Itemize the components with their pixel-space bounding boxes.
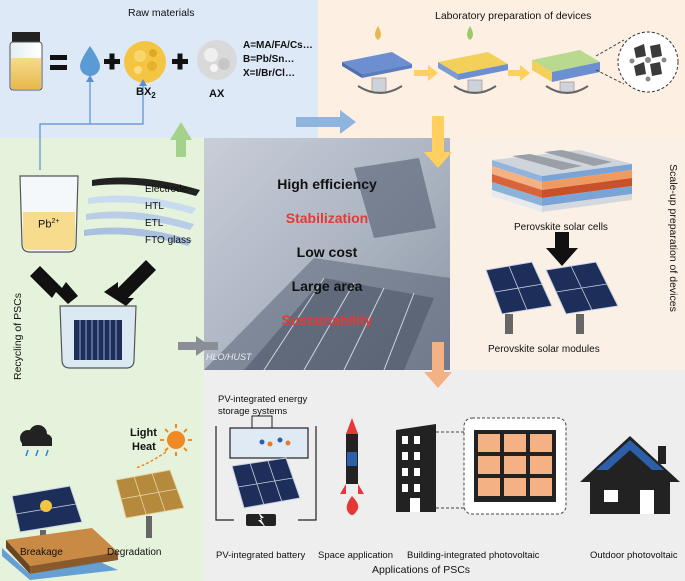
recycle-arrow-up-right	[104, 260, 156, 306]
dissolution-beaker-icon	[59, 305, 137, 369]
perovskite-solar-cell-stack-icon	[492, 150, 632, 212]
gray-left-arrow	[178, 336, 210, 356]
battery-label: PV-integrated battery	[216, 550, 306, 561]
spin-coater-1-icon	[342, 26, 412, 94]
layer-htl-label: HTL	[145, 201, 164, 212]
formula-x: X=I/Br/Cl…	[243, 68, 295, 79]
heat-arrow	[135, 451, 167, 469]
ax-powder-icon	[197, 40, 237, 80]
formula-b: B=Pb/Sn…	[243, 54, 295, 65]
formula-a: A=MA/FA/Cs…	[243, 40, 313, 51]
building-icon	[396, 424, 436, 512]
raw-materials-title: Raw materials	[128, 7, 195, 19]
center-high-efficiency: High efficiency	[277, 176, 377, 192]
recycle-return-lines	[39, 80, 144, 170]
device-layers-icon	[84, 177, 200, 246]
pb-beaker-icon	[19, 175, 79, 253]
photo-watermark: HLO/HUST	[206, 352, 252, 362]
center-large-area: Large area	[291, 278, 363, 294]
storage-label-line1: PV-integrated energy	[218, 394, 308, 405]
green-up-arrow	[170, 122, 192, 157]
zoom-line-1	[595, 39, 625, 57]
black-down-arrow	[546, 232, 578, 266]
lab-arrow-1	[414, 65, 438, 81]
zoom-line-2	[595, 69, 625, 85]
solar-cells-label: Perovskite solar cells	[514, 222, 608, 233]
recycle-arrow-up-left	[30, 266, 78, 304]
space-label: Space application	[318, 550, 393, 561]
spin-coater-3-icon	[532, 50, 600, 94]
breakage-label: Breakage	[20, 547, 63, 558]
precursor-jar-icon	[9, 32, 43, 91]
degraded-panel-icon	[115, 469, 185, 538]
light-label: Light	[130, 427, 157, 439]
bipv-window-panel-icon	[463, 417, 567, 515]
solar-module-1-icon	[485, 261, 553, 334]
rain-cloud-icon	[20, 425, 52, 457]
layer-fto-label: FTO glass	[145, 235, 191, 246]
solar-array-photo	[204, 158, 450, 370]
heat-label: Heat	[132, 441, 156, 453]
blue-right-arrow	[296, 110, 356, 134]
gray-arrow-tail	[204, 342, 218, 350]
lab-arrow-2	[508, 65, 530, 81]
solar-module-2-icon	[545, 261, 619, 334]
equals-sign	[50, 55, 67, 70]
center-low-cost: Low cost	[296, 244, 358, 260]
recycling-title: Recycling of PSCs	[12, 293, 24, 380]
layer-etl-label: ETL	[145, 218, 164, 229]
sun-icon	[160, 424, 192, 456]
scaleup-title: Scale-up preparation of devices	[667, 164, 679, 312]
plus-sign-1	[104, 53, 120, 70]
lab-preparation-title: Laboratory preparation of devices	[435, 10, 592, 22]
battery-panel-icon	[215, 426, 317, 528]
bipv-label: Building-integrated photovoltaic	[407, 550, 540, 561]
layer-electrode-label: Electrode	[145, 184, 188, 195]
perovskite-crystal-icon	[617, 31, 679, 93]
energy-storage-icon	[229, 415, 309, 459]
return-arrowhead-bx2	[139, 79, 147, 86]
center-stabilization: Stabilization	[285, 210, 369, 226]
spin-coater-2-icon	[438, 26, 508, 94]
applications-title: Applications of PSCs	[372, 564, 471, 576]
ground-soil-icon	[2, 528, 118, 580]
bx2-label: BX2	[136, 86, 156, 101]
rocket-icon	[340, 418, 364, 515]
center-sustainability: Sustainability	[281, 312, 373, 328]
house-icon	[580, 436, 680, 514]
solvent-drop-icon	[80, 46, 100, 76]
yellow-down-arrow	[424, 116, 452, 168]
return-arrowhead-drop	[86, 75, 94, 82]
solar-modules-label: Perovskite solar modules	[488, 344, 600, 355]
outdoor-label: Outdoor photovoltaic	[590, 550, 678, 561]
orange-down-arrow	[424, 342, 452, 388]
bx2-powder-icon	[124, 41, 166, 83]
storage-label-line2: storage systems	[218, 406, 288, 417]
center-photo-panel: High efficiency Stabilization Low cost L…	[204, 138, 450, 370]
ax-label: AX	[209, 88, 225, 100]
pb-ion-label: Pb2+	[38, 218, 60, 231]
degradation-label: Degradation	[107, 547, 162, 558]
plus-sign-2	[172, 53, 188, 70]
